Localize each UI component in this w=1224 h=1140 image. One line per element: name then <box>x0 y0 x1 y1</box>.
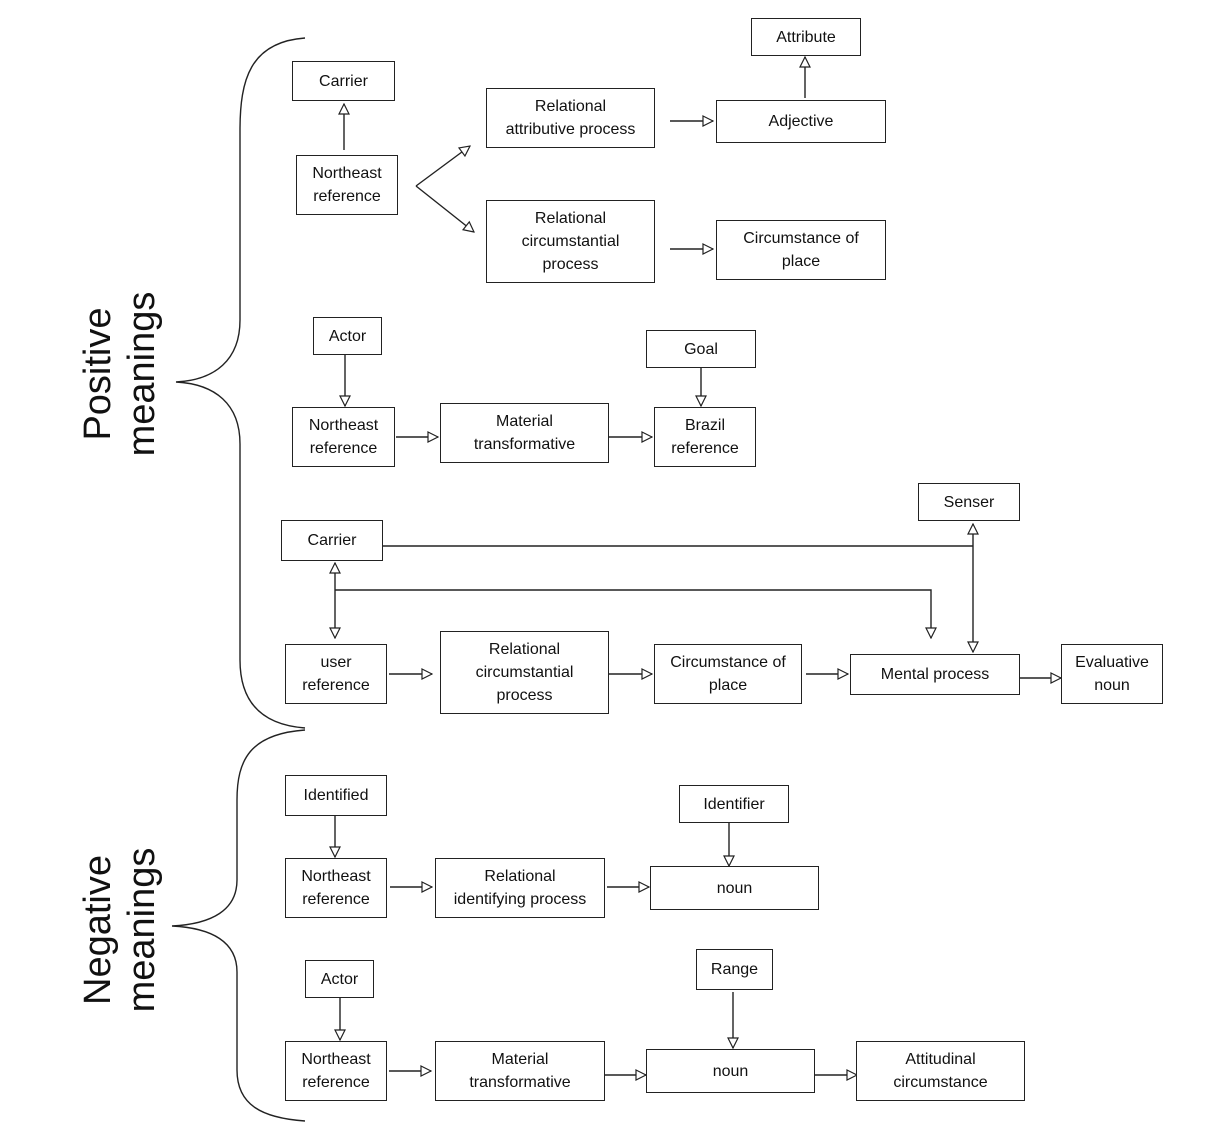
circumstance-of-place-box: Circumstance of place <box>654 644 802 704</box>
carrier-box: Carrier <box>281 520 383 561</box>
attitudinal-circumstance-box: Attitudinal circumstance <box>856 1041 1025 1101</box>
range-box: Range <box>696 949 773 990</box>
actor-box: Actor <box>305 960 374 998</box>
material-transformative-box: Material transformative <box>435 1041 605 1101</box>
northeast-reference-box: Northeast reference <box>285 858 387 918</box>
goal-box: Goal <box>646 330 756 368</box>
mental-process-box: Mental process <box>850 654 1020 695</box>
relational-identifying-process-box: Relational identifying process <box>435 858 605 918</box>
negative-brace <box>171 729 306 1122</box>
senser-box: Senser <box>918 483 1020 521</box>
circumstance-of-place-box: Circumstance of place <box>716 220 886 280</box>
carrier-box: Carrier <box>292 61 395 101</box>
northeast-reference-box: Northeast reference <box>296 155 398 215</box>
relational-circumstantial-process-box: Relational circumstantial process <box>486 200 655 283</box>
user-reference-box: user reference <box>285 644 387 704</box>
positive-brace <box>175 37 306 729</box>
attribute-box: Attribute <box>751 18 861 56</box>
relational-attributive-process-box: Relational attributive process <box>486 88 655 148</box>
identified-box: Identified <box>285 775 387 816</box>
positive-meanings-label: Positive meanings <box>77 291 163 457</box>
material-transformative-box: Material transformative <box>440 403 609 463</box>
arrow-branch-down <box>415 185 474 232</box>
noun-box: noun <box>650 866 819 910</box>
brazil-reference-box: Brazil reference <box>654 407 756 467</box>
arrow-to-mental-left <box>335 589 931 638</box>
identifier-box: Identifier <box>679 785 789 823</box>
noun-box: noun <box>646 1049 815 1093</box>
relational-circumstantial-process-box: Relational circumstantial process <box>440 631 609 714</box>
negative-meanings-label: Negative meanings <box>77 847 163 1013</box>
evaluative-noun-box: Evaluative noun <box>1061 644 1163 704</box>
adjective-box: Adjective <box>716 100 886 143</box>
actor-box: Actor <box>313 317 382 355</box>
northeast-reference-box: Northeast reference <box>292 407 395 467</box>
northeast-reference-box: Northeast reference <box>285 1041 387 1101</box>
arrow-branch-up <box>415 146 470 187</box>
